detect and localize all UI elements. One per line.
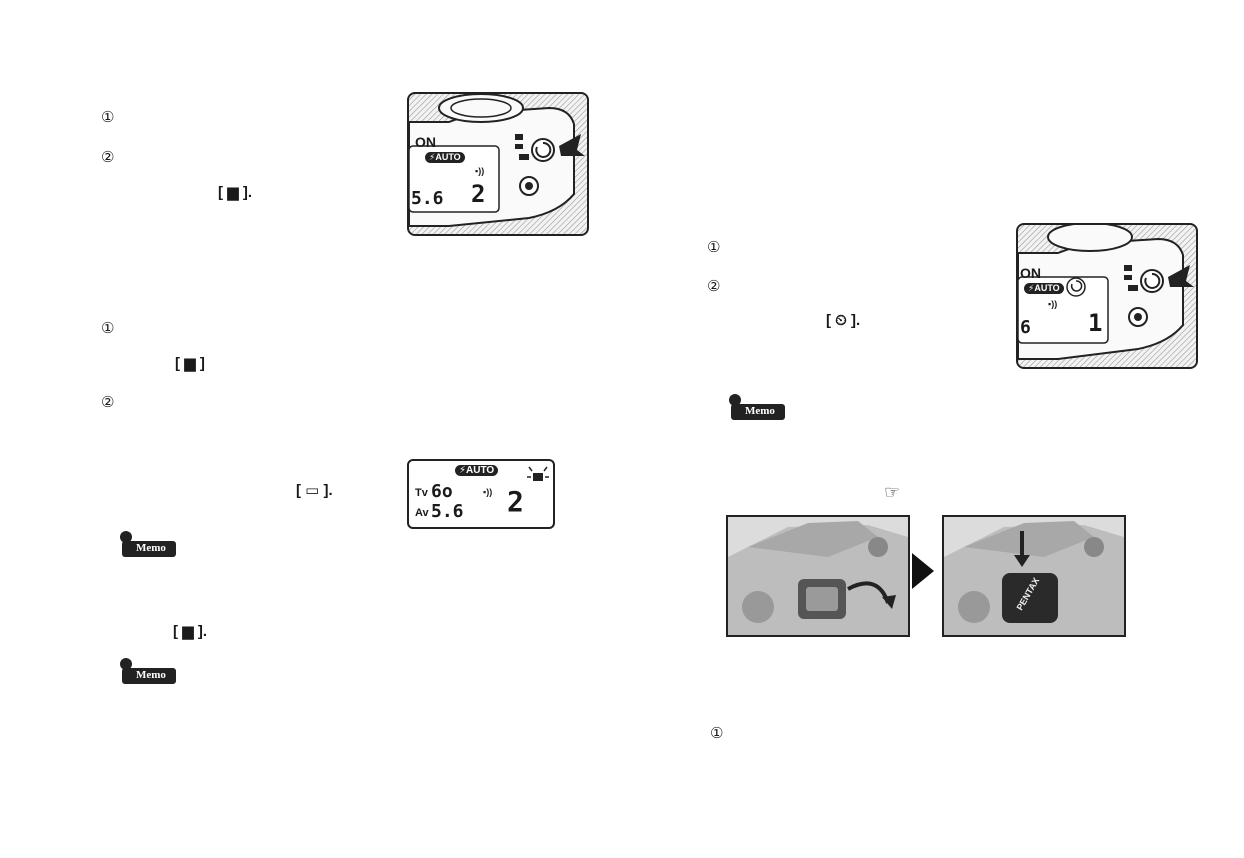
frame-count: 2 xyxy=(507,485,524,518)
memo-label: Memo xyxy=(136,542,166,554)
av-value: 5.6 xyxy=(431,501,464,522)
signal-label: ▪)) xyxy=(483,487,493,497)
auto-badge: ⚡AUTO xyxy=(425,152,465,163)
continuous-frame-icon: [ ▆ ] xyxy=(175,355,205,372)
self-timer-icon: [ ⏲ ]. xyxy=(826,312,861,329)
auto-badge: ⚡AUTO xyxy=(455,465,499,476)
av-label: Av xyxy=(415,507,429,519)
pointing-hand-icon: ☞ xyxy=(884,482,901,502)
single-frame-icon: [ ▭ ]. xyxy=(296,482,333,499)
step-number-1: ① xyxy=(707,239,721,256)
memo-badge: Memo xyxy=(725,392,787,427)
continuous-frame-icon xyxy=(527,466,549,481)
step-number-1: ① xyxy=(101,320,115,337)
memo-badge: Memo xyxy=(116,656,178,691)
signal-label: ▪)) xyxy=(1048,299,1058,309)
step-number-2: ② xyxy=(707,278,721,295)
camera-top-illustration: ON ⚡AUTO ▪)) 6 1 xyxy=(1016,223,1198,369)
single-frame-label: [ ▭ ]. xyxy=(296,482,333,500)
frame-count: 2 xyxy=(471,180,486,208)
on-label: ON xyxy=(1020,265,1041,281)
memo-badge: Memo xyxy=(116,529,178,564)
continuous-frame-icon: [ ▆ ]. xyxy=(173,623,208,640)
tv-label: Tv xyxy=(415,487,428,499)
self-timer-label: [ ⏲ ]. xyxy=(826,312,860,330)
step-number-1: ① xyxy=(710,725,724,742)
lcd-panel-illustration: ⚡AUTO Tv 6o Av 5.6 ▪)) 2 xyxy=(407,459,555,529)
eyecup-removal-photo xyxy=(726,515,910,637)
frame-count: 1 xyxy=(1088,309,1103,337)
step-number-2: ② xyxy=(101,149,115,166)
tv-value: 6o xyxy=(431,481,453,502)
eyepiece-cap-photo: PENTAX xyxy=(942,515,1126,637)
continuous-frame-label: [ ▆ ] xyxy=(175,355,205,373)
continuous-frame-label: [ ▆ ]. xyxy=(218,184,252,202)
arrow-right-icon xyxy=(912,553,934,589)
memo-label: Memo xyxy=(136,669,166,681)
auto-badge: ⚡AUTO xyxy=(1024,283,1064,294)
memo-label: Memo xyxy=(745,405,775,417)
continuous-frame-label: [ ▆ ]. xyxy=(173,623,207,641)
on-label: ON xyxy=(415,134,436,150)
signal-label: ▪)) xyxy=(475,166,485,176)
camera-top-illustration: ON ⚡AUTO ▪)) 5.6 2 xyxy=(407,92,589,236)
continuous-frame-icon: [ ▆ ]. xyxy=(218,184,253,201)
step-number-1: ① xyxy=(101,109,115,126)
step-number-2: ② xyxy=(101,394,115,411)
aperture-readout: 5.6 xyxy=(411,188,444,209)
aperture-readout: 6 xyxy=(1020,317,1031,338)
